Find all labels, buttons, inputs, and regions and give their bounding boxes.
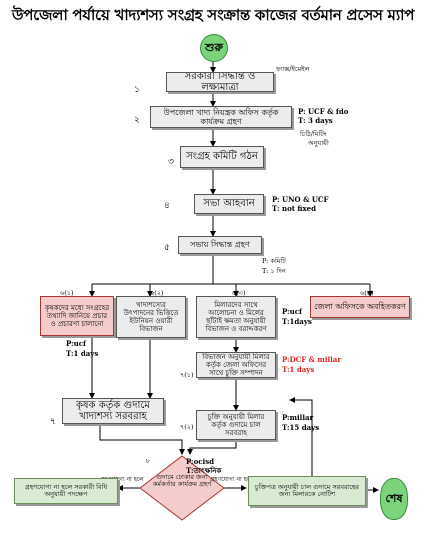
note-71-time: T:1 days: [282, 365, 315, 374]
step-64-number: ৬(৪): [360, 289, 374, 297]
decision-diamond: [139, 455, 225, 521]
arrow-7-8: [99, 424, 185, 455]
note-2-person: P: UCF & fdo: [298, 107, 349, 116]
step-1-box: সরকারী সিদ্ধান্ত ও লক্ষ্যমাত্রা: [166, 72, 274, 92]
step-63-number: ৬(৩): [232, 289, 246, 297]
step-63-text: মিলারদের সাথে আলোচনা ও মিলের ছাঁটাই ক্ষম…: [205, 300, 267, 334]
step-64-box: জেলা অফিসকে অবহিতকরণ: [310, 296, 410, 318]
step-4-box: সভা আহবান: [194, 194, 264, 214]
step-2-text: উপজেলা খাদ্য নিয়ন্ত্রক অফিস কর্তৃক কার্…: [163, 107, 279, 126]
note-71-person: P:DCF & millar: [282, 355, 342, 364]
left-end-box: গ্রহণযোগ্য না হলে সরকারী বিধি অনুযায়ী প…: [14, 478, 118, 504]
right-end-text: চুক্তিপত্র অনুযায়ী চাল গুদামে সরবরাহের …: [254, 482, 360, 498]
note-5-time: T: ১ দিন: [262, 267, 286, 275]
step-4-text: সভা আহবান: [203, 198, 255, 210]
note-4-time: T: not fixed: [272, 204, 317, 213]
note-2-time: T: 3 days: [298, 116, 333, 125]
step-4-number: ৪: [164, 201, 170, 211]
note-63-time: T:1days: [282, 317, 312, 326]
label-right-branch: গ্রহণযোগ্য না হলে: [210, 476, 254, 483]
step-71-text: বিভাজন অনুযায়ী মিলার কর্তৃক জেলা অফিসের…: [202, 352, 270, 378]
note-8-person: P:ocisd: [186, 457, 215, 466]
step-2-number: ২: [134, 115, 140, 125]
note-8-time: T:তাৎক্ষনিক: [186, 466, 222, 475]
note-63-person: P:ucf: [282, 307, 302, 316]
right-end-box: চুক্তিপত্র অনুযায়ী চাল গুদামে সরবরাহের …: [248, 476, 366, 506]
step-72-number: ৭(২): [180, 423, 194, 431]
note-5-person: P: কমিটি: [262, 257, 286, 265]
note-3-via: চিঠি/মিটিং: [300, 130, 327, 138]
step-71-box: বিভাজন অনুযায়ী মিলার কর্তৃক জেলা অফিসের…: [196, 352, 276, 378]
note-61-time: T:1 days: [66, 349, 99, 358]
arrow-right-loop: [289, 397, 313, 476]
start-node: শুরু: [200, 34, 228, 62]
step-61-text: কৃষকদের মধ্যে সংগ্রহের তথ্যাদি জানিয়ে প…: [44, 303, 110, 329]
note-61-person: P:ucf: [66, 339, 86, 348]
step-5-text: সভায় সিদ্ধান্ত গ্রহণ: [190, 240, 250, 250]
step-64-text: জেলা অফিসকে অবহিতকরণ: [314, 302, 406, 312]
step-63-box: মিলারদের সাথে আলোচনা ও মিলের ছাঁটাই ক্ষম…: [196, 296, 276, 338]
step-7-number: ৭: [50, 417, 56, 427]
step-1-number: ১: [134, 85, 140, 95]
arrow-72-8: [187, 442, 237, 455]
left-end-text: গ্রহণযোগ্য না হলে সরকারী বিধি অনুযায়ী প…: [24, 482, 108, 498]
end-node: শেষ: [380, 478, 408, 520]
note-72-time: T:15 days: [282, 423, 320, 432]
step-2-box: উপজেলা খাদ্য নিয়ন্ত্রক অফিস কর্তৃক কার্…: [150, 106, 292, 128]
note-72-person: P:millar: [282, 413, 314, 422]
step-61-number: ৬(১): [60, 289, 74, 297]
note-3-according: অনুযায়ী: [308, 139, 329, 147]
step-8-number: ৮: [146, 457, 151, 465]
step-61-box: কৃষকদের মধ্যে সংগ্রহের তথ্যাদি জানিয়ে প…: [40, 296, 114, 336]
step-62-number: ৬(২): [150, 289, 164, 297]
decision-text: গুদামে ঢোকার জন্য কর্মকর্তার কার্যক্রম গ…: [152, 473, 212, 489]
step-5-number: ৫: [164, 243, 170, 253]
step-3-box: সংগ্রহ কমিটি গঠন: [180, 146, 264, 168]
page-title: উপজেলা পর্যায়ে খাদ্যশস্য সংগ্রহ সংক্রান…: [11, 6, 415, 24]
step-1-text: সরকারী সিদ্ধান্ত ও লক্ষ্যমাত্রা: [184, 72, 256, 92]
step-5-box: সভায় সিদ্ধান্ত গ্রহণ: [178, 236, 262, 254]
step-7-box: কৃষক কর্তৃক গুদামে খাদ্যশস্য সরবরাহ: [62, 398, 164, 424]
step-72-text: চুক্তি অনুযায়ী মিলার কর্তৃক গুদামে চাল …: [207, 412, 265, 438]
step-3-text: সংগ্রহ কমিটি গঠন: [186, 151, 258, 163]
note-1: ফ্যাক্স/ইমেইল: [276, 65, 310, 73]
label-left-branch: গ্রহণযোগ্য না হলে: [100, 476, 144, 483]
step-7-text: কৃষক কর্তৃক গুদামে খাদ্যশস্য সরবরাহ: [76, 399, 150, 423]
step-62-box: খাদ্যশস্যের উৎপাদনের ভিত্তিতে ইউনিয়ন ওয…: [116, 296, 186, 338]
note-4-person: P: UNO & UCF: [272, 195, 329, 204]
step-71-number: ৭(১): [180, 371, 194, 379]
step-3-number: ৩: [168, 157, 174, 167]
step-62-text: খাদ্যশস্যের উৎপাদনের ভিত্তিতে ইউনিয়ন ওয…: [123, 300, 179, 334]
step-72-box: চুক্তি অনুযায়ী মিলার কর্তৃক গুদামে চাল …: [196, 410, 276, 440]
